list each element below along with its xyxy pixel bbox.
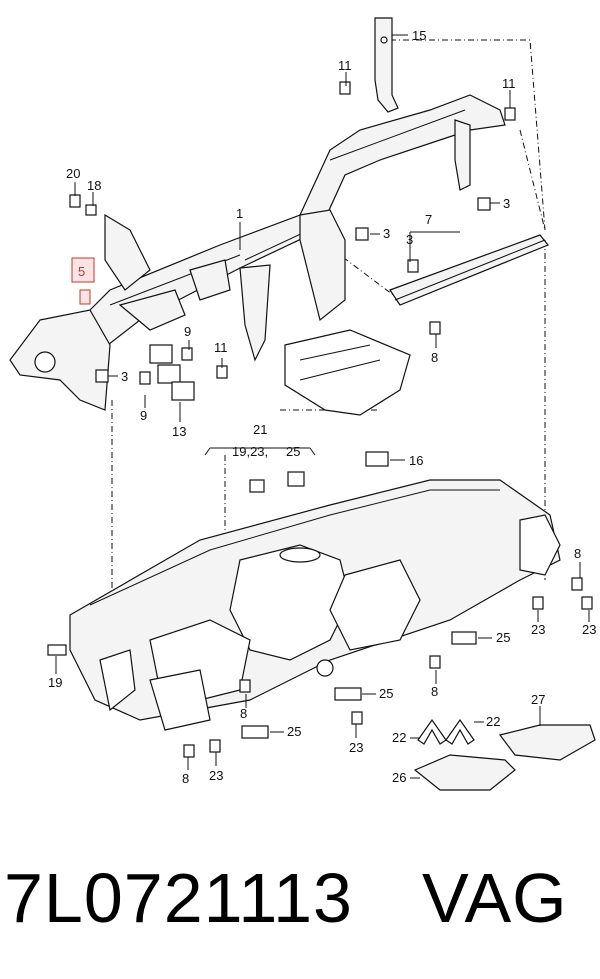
callout-15: 15: [412, 28, 426, 43]
callout-23: 23: [209, 768, 223, 783]
bracket-15: [374, 17, 399, 113]
callout-22: 22: [392, 730, 406, 745]
callout-26: 26: [392, 770, 406, 785]
heat-shield: [284, 329, 411, 416]
callout-3: 3: [121, 369, 128, 384]
dashboard-clips: [47, 451, 593, 758]
callout-5-box: [71, 257, 95, 283]
brand-label: VAG: [422, 859, 568, 937]
callout-11: 11: [214, 340, 228, 355]
callout-3: 3: [406, 232, 413, 247]
callout-25: 25: [496, 630, 510, 645]
callout-11: 11: [502, 76, 516, 91]
callout-25: 25: [379, 686, 393, 701]
callout-7: 7: [425, 212, 432, 227]
callout-8: 8: [574, 546, 581, 561]
callout-19: 19: [48, 675, 62, 690]
callout-25: 25: [286, 444, 300, 459]
callout-11: 11: [338, 58, 352, 73]
callouts: 15 11 11 20 18 1 3 3 7 3 5 3 9 9 13 11 8…: [48, 28, 596, 786]
callout-18: 18: [87, 178, 101, 193]
footer: 7L0721113 VAG: [0, 858, 600, 968]
loose-parts: [413, 718, 596, 791]
callout-16: 16: [409, 453, 423, 468]
callout-25: 25: [287, 724, 301, 739]
callout-23: 23: [582, 622, 596, 637]
callout-13: 13: [172, 424, 186, 439]
callout-1: 1: [236, 206, 243, 221]
callout-27: 27: [531, 692, 545, 707]
callout-3: 3: [383, 226, 390, 241]
callout-8: 8: [431, 350, 438, 365]
callout-22: 22: [486, 714, 500, 729]
part-number: 7L0721113: [4, 859, 353, 937]
callout-8: 8: [240, 706, 247, 721]
callout-20: 20: [66, 166, 80, 181]
callout-9: 9: [184, 324, 191, 339]
part-5-highlight: [79, 289, 91, 305]
callout-23: 23: [349, 740, 363, 755]
callout-5: 5: [78, 264, 85, 279]
strip-7: [389, 234, 549, 306]
callout-9: 9: [140, 408, 147, 423]
cross-member: [9, 94, 506, 411]
leader-lines: [55, 34, 590, 779]
callout-19-23: 19,23,: [232, 444, 268, 459]
dashboard: [69, 479, 561, 731]
callout-8: 8: [431, 684, 438, 699]
parts-diagram: 15 11 11 20 18 1 3 3 7 3 5 3 9 9 13 11 8…: [9, 17, 596, 791]
callout-8: 8: [182, 771, 189, 786]
callout-3: 3: [503, 196, 510, 211]
callout-23: 23: [531, 622, 545, 637]
callout-21: 21: [253, 422, 267, 437]
